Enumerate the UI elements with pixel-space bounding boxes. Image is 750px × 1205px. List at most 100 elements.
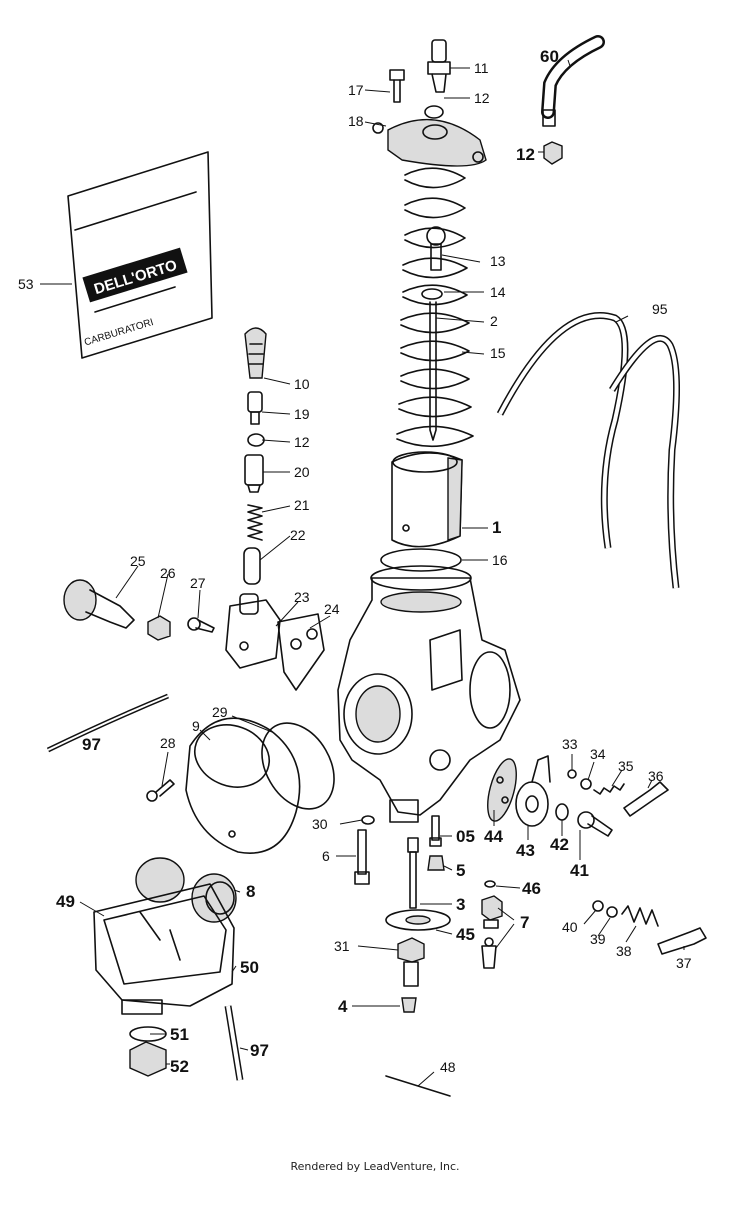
part-5-main-jet[interactable] [427, 855, 445, 871]
carburetor-body[interactable] [337, 565, 521, 823]
part-43-pump-cover[interactable] [515, 755, 551, 827]
part-13-needle-holder[interactable] [426, 226, 446, 271]
label-4: 4 [338, 997, 348, 1016]
part-53-gasket-kit-bag[interactable]: DELL'ORTO CARBURATORI [67, 151, 213, 359]
part-10-rubber-boot[interactable] [244, 327, 267, 379]
part-20-starter-plunger[interactable] [244, 454, 264, 493]
part-52-bowl-plug[interactable] [129, 1041, 167, 1077]
part-28-screw[interactable] [146, 779, 175, 802]
part-19-adjuster[interactable] [247, 391, 263, 425]
label-28: 28 [160, 735, 176, 751]
part-24-starter-gasket[interactable] [277, 613, 325, 691]
part-9-air-intake-horn[interactable] [185, 715, 301, 854]
part-3-needle-jet[interactable] [407, 837, 419, 909]
part-97-tube-lower[interactable] [224, 1005, 244, 1081]
label-97-upper: 97 [82, 735, 101, 754]
part-60-vent-tube[interactable] [541, 35, 605, 127]
label-52: 52 [170, 1057, 189, 1076]
part-4-starter-jet[interactable] [401, 997, 417, 1013]
part-29-ring[interactable] [247, 710, 348, 822]
label-50: 50 [240, 958, 259, 977]
label-25: 25 [130, 553, 146, 569]
credit-footer: Rendered by LeadVenture, Inc. [290, 1160, 460, 1173]
label-27: 27 [190, 575, 206, 591]
part-33-washer[interactable] [567, 769, 577, 779]
part-46-seal[interactable] [484, 880, 496, 888]
part-44-diaphragm[interactable] [482, 756, 522, 824]
label-24: 24 [324, 601, 340, 617]
part-12-nut-mid[interactable] [247, 433, 265, 447]
part-40-washer[interactable] [592, 900, 604, 912]
label-9: 9 [192, 718, 200, 734]
part-26-nut[interactable] [147, 615, 171, 641]
label-53: 53 [18, 276, 34, 292]
part-12-nut[interactable] [424, 105, 444, 119]
label-45: 45 [456, 925, 475, 944]
part-16-o-ring[interactable] [380, 548, 462, 572]
label-8: 8 [246, 882, 255, 901]
label-41: 41 [570, 861, 589, 880]
part-30-clip[interactable] [361, 815, 375, 825]
label-17: 17 [348, 82, 364, 98]
part-12-nut-right[interactable] [543, 141, 563, 165]
part-7-float-valve[interactable] [481, 895, 503, 969]
label-3: 3 [456, 895, 465, 914]
part-39-o-ring[interactable] [606, 906, 618, 918]
label-10: 10 [294, 376, 310, 392]
part-34-o-ring[interactable] [580, 778, 592, 790]
part-11-cable-adjuster[interactable] [427, 39, 451, 93]
label-33: 33 [562, 736, 578, 752]
label-19: 19 [294, 406, 310, 422]
label-37: 37 [676, 955, 692, 971]
part-37-throttle-stop-screw[interactable] [657, 927, 707, 955]
part-25-air-screw-assembly[interactable] [63, 579, 135, 629]
part-2-jet-needle[interactable] [429, 301, 437, 441]
label-95: 95 [652, 301, 668, 317]
part-23-starter-cover[interactable] [225, 593, 281, 669]
label-42: 42 [550, 835, 569, 854]
label-13: 13 [490, 253, 506, 269]
part-45-baffle-plate[interactable] [385, 909, 451, 931]
label-15: 15 [490, 345, 506, 361]
label-26: 26 [160, 565, 176, 581]
part-14-needle-clip[interactable] [421, 288, 443, 300]
part-49-float-bowl[interactable] [93, 883, 235, 1015]
label-14: 14 [490, 284, 506, 300]
bag-carburatori-text: CARBURATORI [83, 317, 155, 349]
part-38-spring[interactable] [621, 905, 659, 927]
label-29: 29 [212, 704, 228, 720]
label-20: 20 [294, 464, 310, 480]
label-22: 22 [290, 527, 306, 543]
label-30: 30 [312, 816, 328, 832]
part-35-spring[interactable] [593, 783, 625, 795]
label-97-lower: 97 [250, 1041, 269, 1060]
part-41-screw[interactable] [577, 811, 613, 837]
part-31-jet-holder[interactable] [397, 937, 425, 987]
part-1-throttle-slide[interactable] [391, 451, 463, 548]
part-36-adjust-screw[interactable] [623, 781, 669, 817]
part-95-overflow-tubes[interactable] [496, 312, 681, 589]
label-12-mid: 12 [294, 434, 310, 450]
part-05-jet[interactable] [429, 815, 442, 847]
part-27-screw[interactable] [187, 617, 215, 633]
part-18-top-cap[interactable] [372, 118, 487, 167]
label-49: 49 [56, 892, 75, 911]
label-21: 21 [294, 497, 310, 513]
label-31: 31 [334, 938, 350, 954]
label-35: 35 [618, 758, 634, 774]
part-42-washer[interactable] [555, 803, 569, 821]
label-23: 23 [294, 589, 310, 605]
label-36: 36 [648, 768, 664, 784]
label-51: 51 [170, 1025, 189, 1044]
label-43: 43 [516, 841, 535, 860]
part-21-spring[interactable] [247, 504, 263, 541]
part-15-slide-spring[interactable] [396, 167, 474, 448]
label-18: 18 [348, 113, 364, 129]
part-22-plunger[interactable] [243, 547, 261, 585]
label-39: 39 [590, 931, 606, 947]
part-6-idle-jet[interactable] [354, 829, 370, 885]
part-17-screw[interactable] [389, 69, 405, 103]
label-16: 16 [492, 552, 508, 568]
part-97-tube-upper[interactable] [46, 693, 169, 753]
label-5: 5 [456, 861, 465, 880]
